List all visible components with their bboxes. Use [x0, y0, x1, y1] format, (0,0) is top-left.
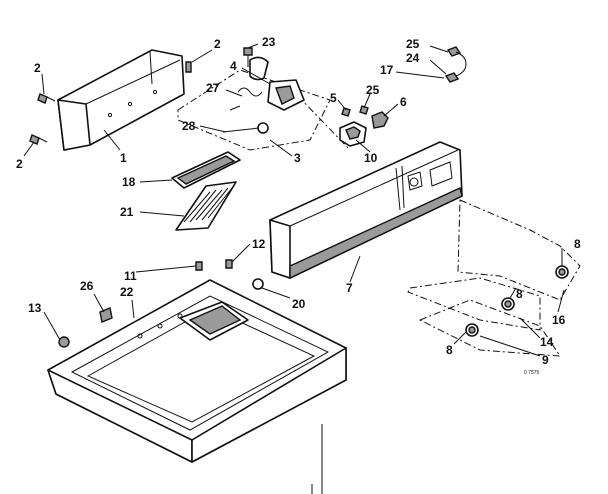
console-part-7: [269, 141, 463, 280]
callout-25: 25: [406, 37, 420, 51]
callout-4: 4: [230, 59, 237, 73]
callout-labels: 2 2 2 1 23 4 27 28 3 25 24 17 5 25 6 10 …: [16, 35, 581, 376]
callout-8: 8: [516, 287, 523, 301]
callout-22: 22: [120, 285, 134, 299]
callout-27: 27: [206, 81, 220, 95]
callout-20: 20: [292, 297, 306, 311]
screw-icon: [185, 61, 192, 73]
screw-icon: [359, 105, 369, 115]
callout-16: 16: [552, 313, 566, 327]
callout-8: 8: [574, 237, 581, 251]
callout-26: 26: [80, 279, 94, 293]
leader-lines: [23, 43, 565, 357]
callout-11: 11: [124, 269, 137, 283]
screw-icon: [58, 336, 70, 348]
screw-icon: [341, 107, 351, 117]
screw-icon: [37, 93, 56, 104]
screw-icon: [225, 259, 233, 269]
switch-part-10: [339, 121, 367, 147]
callout-7: 7: [346, 281, 353, 295]
callout-6: 6: [400, 95, 407, 109]
callout-21: 21: [120, 205, 134, 219]
rear-bracket-part-1: [57, 49, 185, 151]
callout-17: 17: [380, 63, 394, 77]
callout-28: 28: [182, 119, 196, 133]
callout-12: 12: [252, 237, 266, 251]
screw-icon: [29, 134, 48, 145]
callout-8: 8: [446, 343, 453, 357]
drawing-code: 0 7575: [524, 370, 540, 376]
callout-23: 23: [262, 35, 276, 49]
callout-10: 10: [364, 151, 378, 165]
callout-2: 2: [214, 37, 221, 51]
callout-5: 5: [330, 91, 337, 105]
callout-24: 24: [406, 51, 420, 65]
lint-screen-part-21: [175, 181, 237, 231]
washer-icon: [252, 278, 264, 290]
callout-13: 13: [28, 301, 42, 315]
lens-part-18: [171, 151, 241, 189]
callout-2: 2: [34, 61, 41, 75]
callout-3: 3: [294, 151, 301, 165]
timer-assembly-part-3: [177, 47, 351, 151]
callout-1: 1: [120, 151, 127, 165]
callout-14: 14: [540, 335, 554, 349]
knob-group: [407, 199, 581, 357]
callout-2: 2: [16, 157, 23, 171]
top-panel-part-22: [47, 279, 347, 463]
clip-part-26: [99, 307, 113, 323]
callout-25: 25: [366, 83, 380, 97]
screw-icon: [195, 261, 203, 271]
callout-18: 18: [122, 175, 136, 189]
wire-connector-part-24: [444, 46, 467, 83]
callout-9: 9: [542, 353, 549, 367]
